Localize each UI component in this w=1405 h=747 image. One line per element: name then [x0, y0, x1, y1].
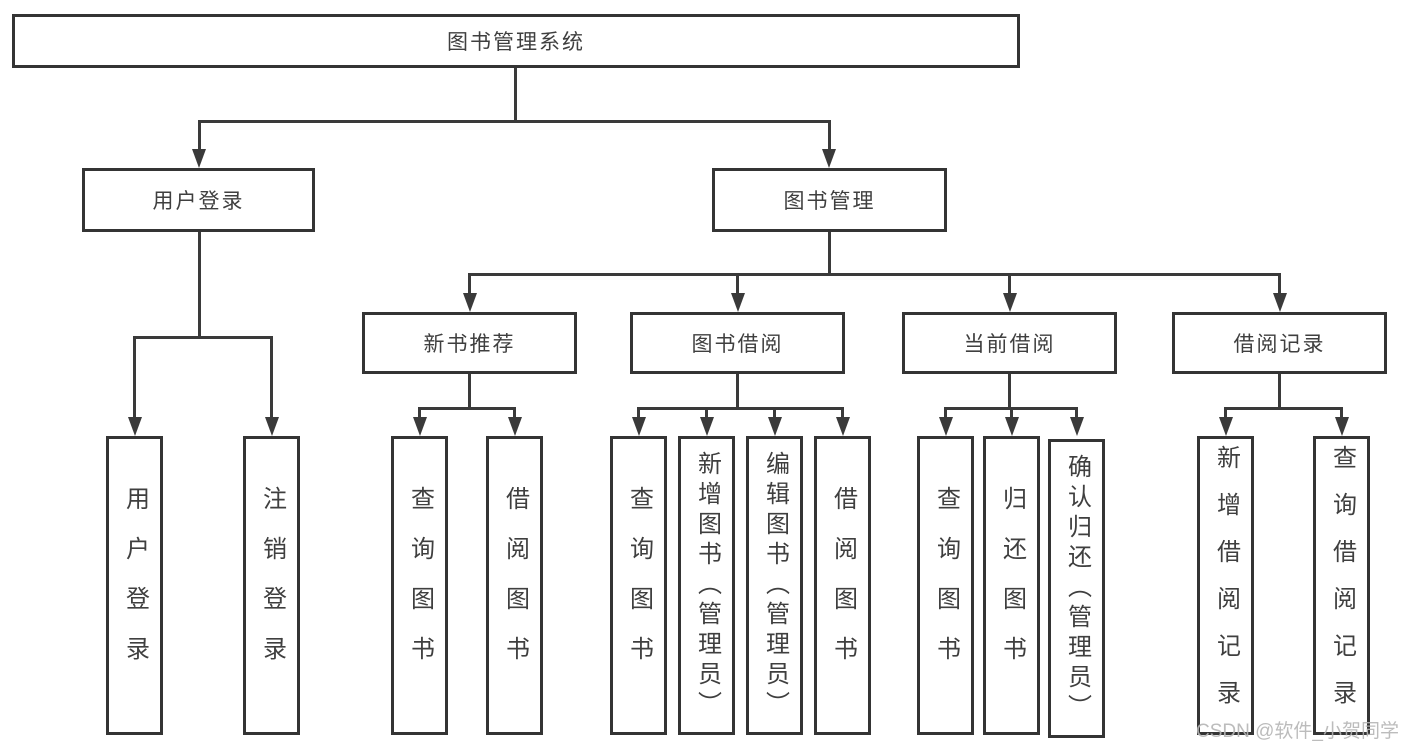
connector-g2-crossbar — [637, 407, 844, 410]
connector-g3-stem — [1008, 374, 1011, 407]
connector-g2-drop2 — [705, 407, 708, 420]
connector-drop-book-borrowing — [736, 273, 739, 296]
connector-g1-drop1 — [418, 407, 421, 420]
arrowhead-g1-leaf1 — [413, 417, 427, 436]
connector-g4-drop1 — [1224, 407, 1227, 420]
connector-g2-drop3 — [773, 407, 776, 420]
arrowhead-g2-leaf3 — [768, 417, 782, 436]
leaf-query-borrow-record: 查询借阅记录 — [1313, 436, 1370, 735]
connector-g2-drop1 — [637, 407, 640, 420]
connector-root-stem — [514, 68, 517, 120]
connector-g2-stem — [736, 374, 739, 407]
node-user-login: 用户登录 — [82, 168, 315, 232]
arrowhead-g2-leaf2 — [700, 417, 714, 436]
leaf-borrow-books-recommend: 借阅图书 — [486, 436, 543, 735]
connector-book-management-stem — [828, 232, 831, 273]
arrowhead-g3-leaf1 — [939, 417, 953, 436]
leaf-logout: 注销登录 — [243, 436, 300, 735]
connector-drop-leaf-logout — [270, 336, 273, 420]
connector-g2-drop4 — [841, 407, 844, 420]
leaf-query-books-current: 查询图书 — [917, 436, 974, 735]
leaf-edit-books-admin: 编辑图书（管理员） — [746, 436, 803, 735]
connector-drop-new-book — [468, 273, 471, 296]
connector-drop-user-login — [198, 120, 201, 152]
connector-drop-current-borrowing — [1008, 273, 1011, 296]
connector-g1-crossbar — [418, 407, 516, 410]
node-new-book-recommendation: 新书推荐 — [362, 312, 577, 374]
connector-g4-drop2 — [1340, 407, 1343, 420]
arrowhead-current-borrowing — [1003, 293, 1017, 312]
connector-book-management-crossbar — [468, 273, 1281, 276]
node-current-borrowing: 当前借阅 — [902, 312, 1117, 374]
leaf-add-books-admin: 新增图书（管理员） — [678, 436, 735, 735]
arrowhead-user-login — [192, 149, 206, 168]
arrowhead-leaf-user-login — [128, 417, 142, 436]
arrowhead-g4-leaf1 — [1219, 417, 1233, 436]
arrowhead-borrowing-records — [1273, 293, 1287, 312]
connector-g3-drop2 — [1010, 407, 1013, 420]
connector-g1-stem — [468, 374, 471, 407]
csdn-watermark: CSDN @软件_小贺同学 — [1196, 721, 1399, 742]
arrowhead-new-book — [463, 293, 477, 312]
arrowhead-g2-leaf4 — [836, 417, 850, 436]
connector-g3-drop3 — [1075, 407, 1078, 420]
connector-g4-stem — [1278, 374, 1281, 407]
leaf-add-borrow-record: 新增借阅记录 — [1197, 436, 1254, 735]
node-book-borrowing: 图书借阅 — [630, 312, 845, 374]
node-book-management: 图书管理 — [712, 168, 947, 232]
connector-g3-drop1 — [944, 407, 947, 420]
connector-g4-crossbar — [1224, 407, 1343, 410]
arrowhead-book-management — [822, 149, 836, 168]
arrowhead-leaf-logout — [265, 417, 279, 436]
arrowhead-g3-leaf2 — [1005, 417, 1019, 436]
connector-root-crossbar — [198, 120, 831, 123]
leaf-user-login: 用户登录 — [106, 436, 163, 735]
leaf-query-books-recommend: 查询图书 — [391, 436, 448, 735]
arrowhead-book-borrowing — [731, 293, 745, 312]
arrowhead-g1-leaf2 — [508, 417, 522, 436]
arrowhead-g3-leaf3 — [1070, 417, 1084, 436]
connector-drop-borrowing-records — [1278, 273, 1281, 296]
connector-drop-leaf-user-login — [133, 336, 136, 420]
connector-drop-book-management — [828, 120, 831, 152]
connector-g1-drop2 — [513, 407, 516, 420]
leaf-confirm-return-admin: 确认归还（管理员） — [1048, 439, 1105, 738]
node-borrowing-records: 借阅记录 — [1172, 312, 1387, 374]
arrowhead-g4-leaf2 — [1335, 417, 1349, 436]
connector-user-login-stem — [198, 232, 201, 336]
leaf-borrow-books: 借阅图书 — [814, 436, 871, 735]
leaf-query-books-borrowing: 查询图书 — [610, 436, 667, 735]
arrowhead-g2-leaf1 — [632, 417, 646, 436]
node-library-management-system: 图书管理系统 — [12, 14, 1020, 68]
leaf-return-books: 归还图书 — [983, 436, 1040, 735]
connector-user-login-crossbar — [133, 336, 273, 339]
